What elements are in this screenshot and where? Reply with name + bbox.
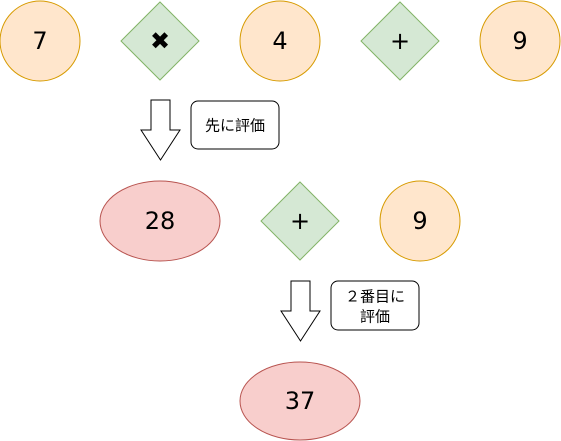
operator-node-plus: +	[260, 181, 340, 261]
operand-label: 7	[32, 27, 47, 55]
operand-label: 4	[272, 27, 287, 55]
operator-node-plus: +	[360, 1, 440, 81]
operator-node-multiply: ✖	[120, 1, 200, 81]
step1-note: 先に評価	[190, 100, 280, 150]
step1-note-text: 先に評価	[205, 117, 265, 135]
operand-node-7: 7	[0, 0, 81, 82]
operand-label: 9	[412, 207, 427, 235]
operand-node-9: 9	[479, 0, 561, 82]
result-node-28: 28	[99, 180, 221, 262]
result-label: 28	[145, 207, 176, 235]
down-arrow-icon	[140, 99, 181, 161]
operand-label: 9	[512, 27, 527, 55]
step2-note: ２番目に 評価	[330, 280, 420, 331]
plus-icon: +	[290, 207, 310, 235]
operand-node-9: 9	[379, 180, 461, 262]
step2-note-line1: ２番目に	[345, 288, 405, 306]
result-node-37: 37	[239, 361, 361, 441]
multiply-icon: ✖	[150, 27, 170, 55]
operand-node-4: 4	[239, 0, 321, 82]
result-label: 37	[285, 387, 316, 415]
down-arrow-icon	[280, 280, 321, 342]
plus-icon: +	[390, 27, 410, 55]
step2-note-line2: 評価	[360, 308, 390, 326]
